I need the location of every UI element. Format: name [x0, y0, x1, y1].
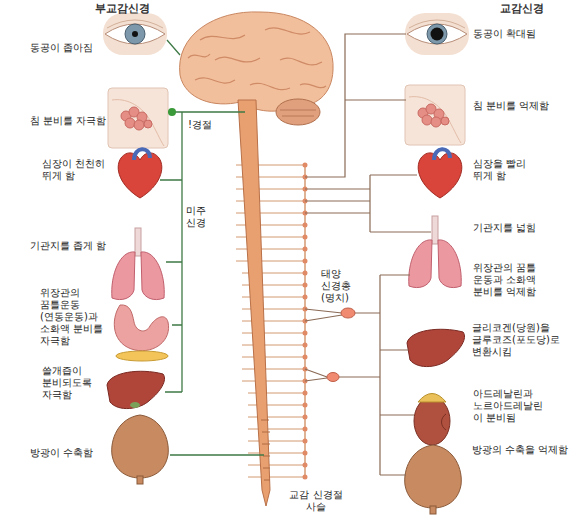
sympathetic-nerves	[305, 34, 431, 475]
ganglion-dot	[168, 108, 176, 116]
text-label: 침 분비를 억제함	[473, 100, 565, 112]
salivary-gland	[405, 85, 465, 145]
text-label: 심장이 천천히 뛰게 함	[42, 158, 108, 182]
heading-label: 부교감신경	[95, 2, 150, 15]
text-label: 방광이 수축함	[30, 447, 102, 459]
solar-plexus-ganglion	[341, 308, 355, 318]
mesenteric-ganglion	[327, 373, 339, 382]
text-label: 태양 신경총 (명치)	[321, 268, 359, 304]
text-label: 미주 신경	[186, 205, 210, 229]
bladder	[405, 445, 462, 514]
parasympathetic-nerves	[160, 40, 264, 455]
text-label: 침 분비를 자극함	[30, 115, 110, 127]
text-label: 위장관의 꿈틀 운동과 소화액 분비를 억제함	[473, 262, 543, 298]
salivary-gland	[108, 88, 168, 148]
text-label: 기관지를 넓힘	[473, 222, 563, 234]
cauda-equina	[261, 420, 270, 480]
heading-label: 교감신경	[500, 2, 544, 15]
liver	[407, 329, 465, 366]
text-label: 동공이 확대됨	[473, 28, 563, 40]
eye-dilated	[405, 13, 469, 55]
lungs	[112, 228, 165, 300]
text-label: !경절	[187, 119, 221, 131]
text-label: 동공이 좁아짐	[30, 42, 105, 54]
heart	[418, 149, 462, 198]
liver	[107, 371, 165, 408]
text-label: 아드레날린과 노르아드레날린 이 분비됨	[473, 388, 547, 424]
text-label: 방광의 수축을 억제함	[472, 444, 572, 456]
text-label: 교감 신경절 사슬	[282, 489, 350, 513]
heart	[118, 149, 162, 198]
spinal-cord	[238, 100, 270, 506]
text-label: 글리코겐(당원)을 글루코즈(포도당)로 변환시킴	[472, 322, 568, 358]
text-label: 위장관의 꿈틀운동 (연동운동)과 소화액 분비를 자극함	[40, 287, 106, 347]
lungs	[409, 216, 462, 288]
chain-ganglia	[303, 165, 308, 478]
kidney-adrenal	[414, 394, 450, 446]
text-label: 심장을 빨리 뛰게 함	[473, 158, 539, 182]
stomach	[114, 305, 168, 361]
text-label: 기관지를 좁게 함	[30, 240, 112, 252]
bladder	[112, 415, 169, 484]
text-label: 쓸개즙이 분비되도록 자극함	[42, 365, 98, 401]
eye-constricted	[103, 13, 167, 55]
